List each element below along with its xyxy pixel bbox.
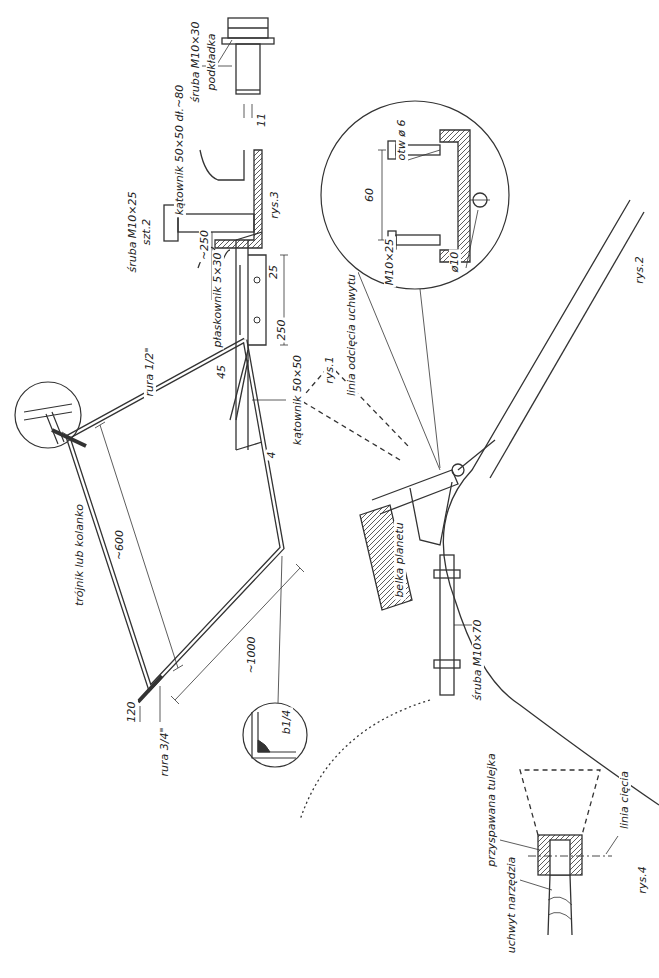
leader-line — [278, 556, 282, 703]
part-label: M10×25 — [384, 237, 396, 288]
pipe-frame — [68, 340, 282, 688]
dimension: ~600 — [114, 528, 126, 562]
part-label: kątownik 50×50 — [292, 353, 304, 447]
part-label: szt.2 — [141, 217, 153, 247]
figure-2 — [300, 101, 659, 820]
cut-line — [528, 856, 612, 857]
part-label: śruba M10×30 — [190, 19, 202, 104]
figure-number: rys.1 — [324, 354, 336, 385]
flat-bar — [240, 255, 266, 345]
bolt-head — [388, 141, 396, 159]
leader-line — [252, 400, 286, 401]
part-label: otw ø 6 — [396, 118, 408, 163]
figure-number: rys.3 — [269, 189, 281, 220]
part-label: rura 3/4" — [159, 725, 171, 778]
leader-line — [606, 836, 618, 854]
part-label: śruba M10×25 — [127, 189, 139, 274]
dimension: 11 — [256, 111, 268, 129]
part-label: linia cięcia — [619, 769, 631, 831]
dimension: 250 — [276, 318, 288, 343]
figure-number: rys.2 — [634, 254, 646, 285]
dimension-line — [244, 104, 252, 118]
flat-bar — [230, 350, 248, 420]
part-label: płaskownik 5×30 — [212, 251, 224, 350]
dimension: 45 — [216, 363, 228, 381]
bolt-shank — [440, 555, 454, 695]
leader-line — [408, 150, 440, 160]
nut — [434, 570, 460, 578]
detail-circle — [15, 382, 81, 448]
detail-circle — [321, 101, 509, 289]
dimension-line — [140, 686, 160, 722]
part-label: śruba M10×70 — [472, 617, 484, 702]
part-label: trójnik lub kolanko — [74, 502, 86, 608]
dimension-line — [378, 150, 386, 240]
channel-bracket — [440, 130, 470, 262]
figure-number: rys.4 — [637, 864, 649, 895]
cut-line — [470, 200, 490, 201]
figure-3 — [164, 18, 274, 268]
detail-circle — [243, 703, 307, 767]
part-label: uchwyt narzędzia — [506, 855, 518, 956]
part-label: rura 1/2" — [144, 345, 156, 398]
dimension: 25 — [268, 263, 280, 281]
weld-seam — [548, 897, 572, 920]
leader-line — [500, 840, 540, 850]
leader-line — [466, 210, 478, 268]
bolt-shank — [236, 44, 260, 94]
tube-end — [200, 150, 244, 180]
handle-outline — [520, 770, 600, 835]
handle-stub — [458, 440, 495, 470]
bolt-hole — [254, 317, 260, 323]
leader-line — [520, 880, 552, 890]
dimension: 120 — [126, 700, 138, 725]
beam-section — [360, 505, 412, 610]
dimension: 60 — [364, 186, 376, 204]
leader-line — [62, 432, 72, 438]
weld-fillet — [258, 740, 270, 752]
bolt-thread — [236, 89, 260, 90]
bolt-shank — [178, 214, 254, 232]
part-label: belka planetu — [394, 520, 406, 599]
plough-body — [443, 200, 659, 805]
nut — [434, 660, 460, 668]
weld-note: b1/4 — [281, 708, 293, 737]
angle-bracket — [236, 232, 262, 450]
part-label: linia odcięcia uchwytu — [346, 272, 358, 398]
sleeve-bore — [550, 840, 570, 875]
bolt-shank — [396, 235, 440, 245]
leader-line — [420, 289, 440, 468]
body-outline — [300, 700, 430, 820]
angle-section — [215, 150, 262, 248]
pipe-frame-inner — [68, 340, 282, 688]
bolt-hole — [254, 277, 260, 283]
part-label: podkładka — [206, 31, 218, 92]
leader-line — [358, 272, 440, 470]
bolt-head-edge — [228, 27, 268, 28]
dimension-line — [95, 422, 183, 671]
tee-fitting — [24, 404, 72, 444]
tool-shaft — [548, 875, 572, 935]
blade-edge — [490, 212, 644, 478]
bolt-head — [228, 18, 268, 38]
dimension: ~250 — [199, 228, 211, 262]
figure-1 — [15, 232, 307, 767]
clamp-plate — [372, 470, 458, 514]
clamp-bracket — [410, 482, 452, 545]
part-label: przyspawana tulejka — [486, 751, 498, 868]
dimension-line — [171, 564, 304, 704]
dimension: ø10 — [449, 250, 461, 275]
dimension: ~1000 — [246, 634, 258, 675]
sleeve — [538, 835, 582, 875]
dimension: 4 — [266, 450, 278, 461]
part-label: kątownik 50×50 dł.~80 — [174, 83, 186, 218]
